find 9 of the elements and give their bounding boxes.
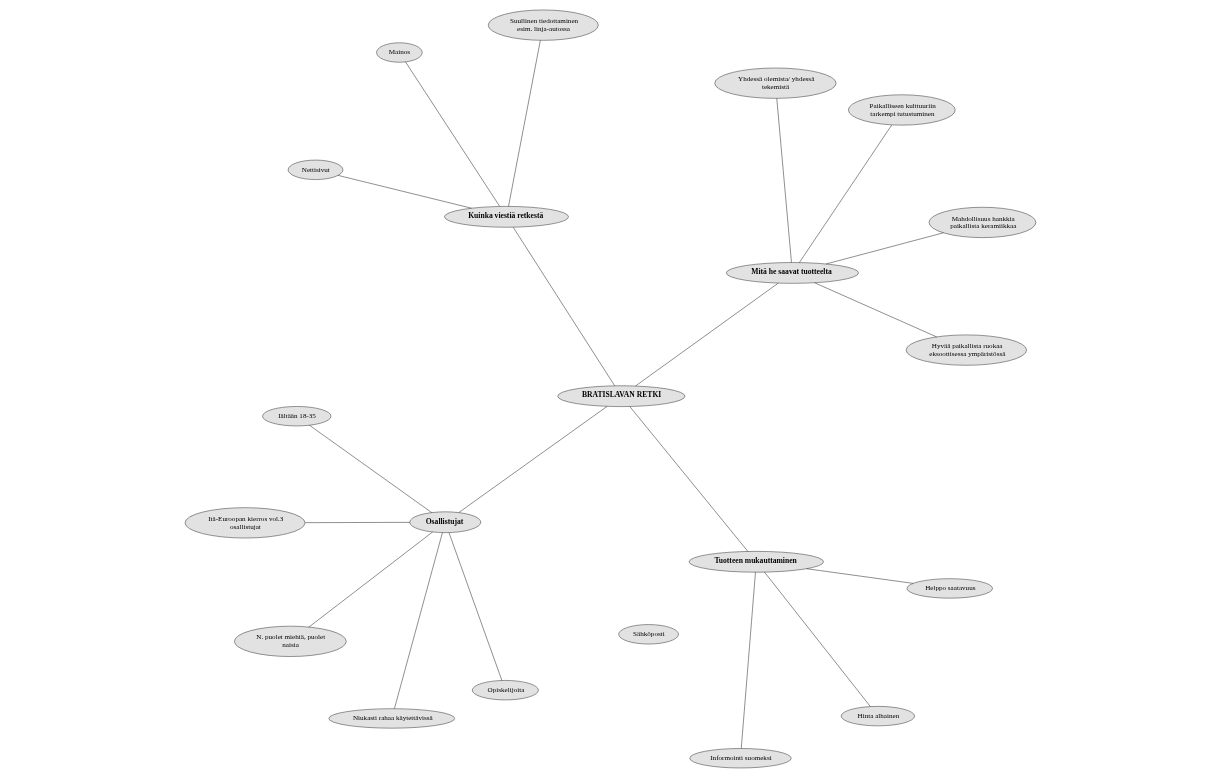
connector: [805, 568, 913, 584]
node-ellipse: BRATISLAVAN RETKI: [556, 385, 685, 407]
node-ellipse: Mitä he saavat tuotteelta: [725, 262, 859, 284]
connector: [776, 98, 792, 263]
node-ellipse: Kuinka viestiä retkestä: [443, 206, 569, 228]
node-ellipse: Tuotteen mukauttaminen: [688, 551, 824, 573]
connector: [308, 424, 432, 513]
node-ellipse: Osallistujat: [408, 511, 481, 533]
connector: [337, 175, 472, 209]
